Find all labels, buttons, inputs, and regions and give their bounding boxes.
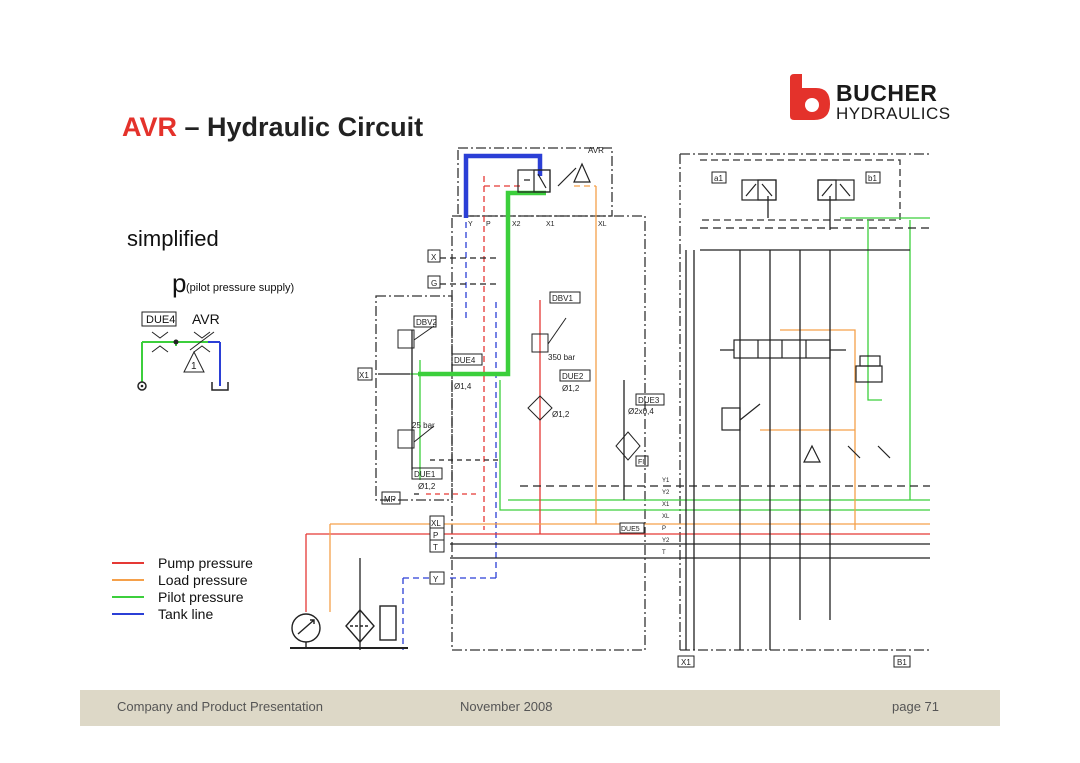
port-mp: MP xyxy=(384,495,396,504)
logo-line2: HYDRAULICS xyxy=(836,104,951,123)
mid-port: Y2 xyxy=(662,490,670,496)
hydraulic-circuit-diagram: AVR Y P X2 X1 XL X G X1 MP DBV2 25 bar D… xyxy=(290,146,930,668)
legend-label: Pump pressure xyxy=(158,555,253,571)
valve-a1-label: a1 xyxy=(714,174,723,183)
due2-label: DUE2 xyxy=(562,372,584,381)
due2-diameter: Ø1,2 xyxy=(562,384,580,393)
port-x: X xyxy=(431,253,437,262)
left-port-xl: XL xyxy=(431,519,441,528)
mid-port: Y1 xyxy=(662,478,670,484)
legend-item-pilot: Pilot pressure xyxy=(112,588,244,606)
mini-avr-label: AVR xyxy=(192,311,220,327)
logo-line1: BUCHER xyxy=(836,80,938,106)
port-x1-top: X1 xyxy=(546,221,555,228)
port-y-top: Y xyxy=(468,221,473,228)
legend-swatch xyxy=(112,613,144,615)
subtitle: simplified xyxy=(127,226,219,251)
bar350-label: 350 bar xyxy=(548,353,575,362)
port-xl-top: XL xyxy=(598,221,607,228)
left-port-y: Y xyxy=(433,575,439,584)
legend-swatch xyxy=(112,596,144,598)
due1-label: DUE1 xyxy=(414,470,436,479)
due4-label: DUE4 xyxy=(454,356,476,365)
filter-icon xyxy=(345,605,397,644)
bottom-x1: X1 xyxy=(681,658,691,667)
pump-icon xyxy=(291,613,321,648)
footer-page: page 71 xyxy=(892,699,939,714)
port-p-top: P xyxy=(486,221,491,228)
legend-item-load: Load pressure xyxy=(112,571,248,589)
due5-label: DUE5 xyxy=(621,526,640,533)
left-port-t: T xyxy=(433,543,438,552)
avr-box-label: AVR xyxy=(588,146,604,155)
footer-center: November 2008 xyxy=(460,699,553,714)
mini-due4-box xyxy=(141,311,177,327)
due4-diameter: Ø1,4 xyxy=(454,382,472,391)
mid-port: Y2 xyxy=(662,538,670,544)
mid-port: XL xyxy=(662,514,670,520)
mini-due4-label: DUE4 xyxy=(146,314,175,326)
title-rest: – Hydraulic Circuit xyxy=(177,112,424,142)
fi-label: FI xyxy=(638,459,644,466)
port-x2-top: X2 xyxy=(512,221,521,228)
port-x1-left: X1 xyxy=(359,371,369,380)
mid-port: P xyxy=(662,526,666,532)
mid-port: T xyxy=(662,550,666,556)
legend-label: Tank line xyxy=(158,606,214,622)
legend-item-tank: Tank line xyxy=(112,605,213,623)
legend-swatch xyxy=(112,562,144,564)
svg-text:1: 1 xyxy=(191,361,197,372)
dbv1-label: DBV1 xyxy=(552,294,573,303)
legend-label: Load pressure xyxy=(158,572,248,588)
legend-item-pump: Pump pressure xyxy=(112,554,253,572)
filter-diameter: Ø1,2 xyxy=(552,410,570,419)
port-g: G xyxy=(431,279,437,288)
pilot-symbol: p xyxy=(172,268,187,298)
mid-port: X1 xyxy=(662,502,670,508)
footer-bar: Company and Product Presentation Novembe… xyxy=(80,690,1000,726)
bottom-b1: B1 xyxy=(897,658,907,667)
pilot-label: (pilot pressure supply) xyxy=(186,282,295,294)
slide-title: AVR – Hydraulic Circuit xyxy=(122,112,423,143)
due1-diameter: Ø1,2 xyxy=(418,482,436,491)
due3-diameter: Ø2x0,4 xyxy=(628,407,654,416)
valve-b1-label: b1 xyxy=(868,174,877,183)
footer-left: Company and Product Presentation xyxy=(117,699,323,714)
bucher-logo-icon xyxy=(790,74,830,120)
left-port-p: P xyxy=(433,531,438,540)
legend-label: Pilot pressure xyxy=(158,589,244,605)
due3-label: DUE3 xyxy=(638,396,660,405)
mini-avr-symbol: DUE4 AVR 1 xyxy=(137,311,229,391)
bar25-label: 25 bar xyxy=(412,421,435,430)
dbv2-label: DBV2 xyxy=(416,318,437,327)
legend-swatch xyxy=(112,579,144,581)
title-brand: AVR xyxy=(122,112,178,142)
